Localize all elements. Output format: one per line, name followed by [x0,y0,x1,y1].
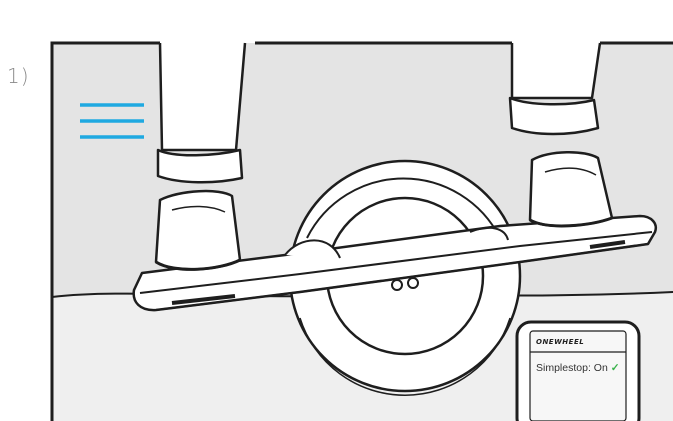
phone-status-label: Simplestop: On [536,362,608,374]
board [132,214,657,312]
phone-brand-logo: ONEWHEEL [536,338,585,346]
right-rider-leg [508,42,614,228]
phone [515,320,641,421]
left-rider-leg [154,42,247,271]
step-number: 1) [7,64,30,88]
wheel-hub-left [391,279,403,291]
wheel-hub-right [407,277,419,289]
menu-lines-icon [80,103,144,139]
check-icon: ✓ [610,362,620,374]
phone-status-text: Simplestop: On✓ [536,362,634,374]
scene-frame [50,41,673,421]
